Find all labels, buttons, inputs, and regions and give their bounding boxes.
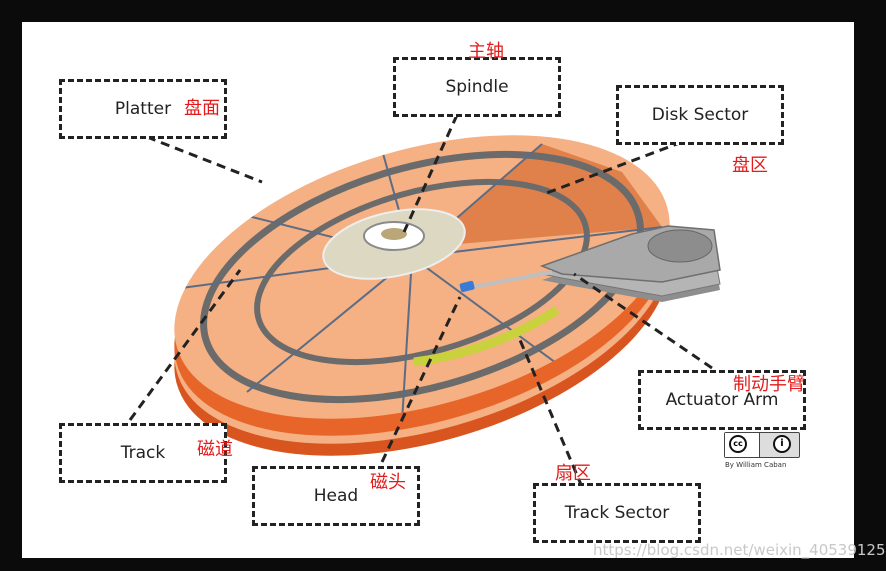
platter-label-box: Platter: [59, 79, 227, 139]
actuator-arm: [459, 225, 721, 302]
disk-sector-label: Disk Sector: [651, 105, 749, 125]
disk-illustration: [128, 114, 721, 488]
disk-sector-cn-label: 盘区: [732, 155, 768, 176]
hard-disk-diagram: Platter Spindle Disk Sector Track Head T…: [22, 22, 854, 558]
disk-sector-wedge: [422, 144, 662, 247]
spindle-label: Spindle: [445, 77, 509, 97]
track-cn-label: 磁道: [197, 439, 233, 460]
read-write-head: [459, 280, 475, 293]
track-sector-highlight: [413, 306, 560, 367]
head-label-box: Head: [252, 466, 420, 526]
license-byline: By William Caban: [725, 461, 787, 469]
track-label-box: Track: [59, 423, 227, 483]
spindle-label-box: Spindle: [393, 57, 561, 117]
track-sector-cn-label: 扇区: [555, 463, 591, 484]
track-sector-label: Track Sector: [564, 503, 670, 523]
disk-sector-label-box: Disk Sector: [616, 85, 784, 145]
track-label: Track: [120, 443, 166, 463]
track-sector-label-box: Track Sector: [533, 483, 701, 543]
track-ring-inner: [254, 178, 590, 366]
head-label: Head: [313, 486, 359, 506]
track-ring-outer: [200, 150, 644, 404]
actuator-arm-label-box: Actuator Arm: [638, 370, 806, 430]
actuator-arm-label: Actuator Arm: [665, 390, 779, 410]
spindle-cn-label: 主轴: [468, 41, 504, 62]
cc-icon: cc: [729, 435, 747, 453]
attribution-icon: i: [773, 435, 791, 453]
source-watermark: https://blog.csdn.net/weixin_40539125: [593, 541, 886, 559]
head-cn-label: 磁头: [370, 472, 406, 493]
platter-cn-label: 盘面: [184, 98, 220, 119]
actuator-arm-cn-label: 制动手臂: [733, 374, 805, 395]
leader-lines: [128, 114, 713, 488]
cc-license-badge: cc i: [724, 432, 800, 458]
platter-label: Platter: [114, 99, 172, 119]
